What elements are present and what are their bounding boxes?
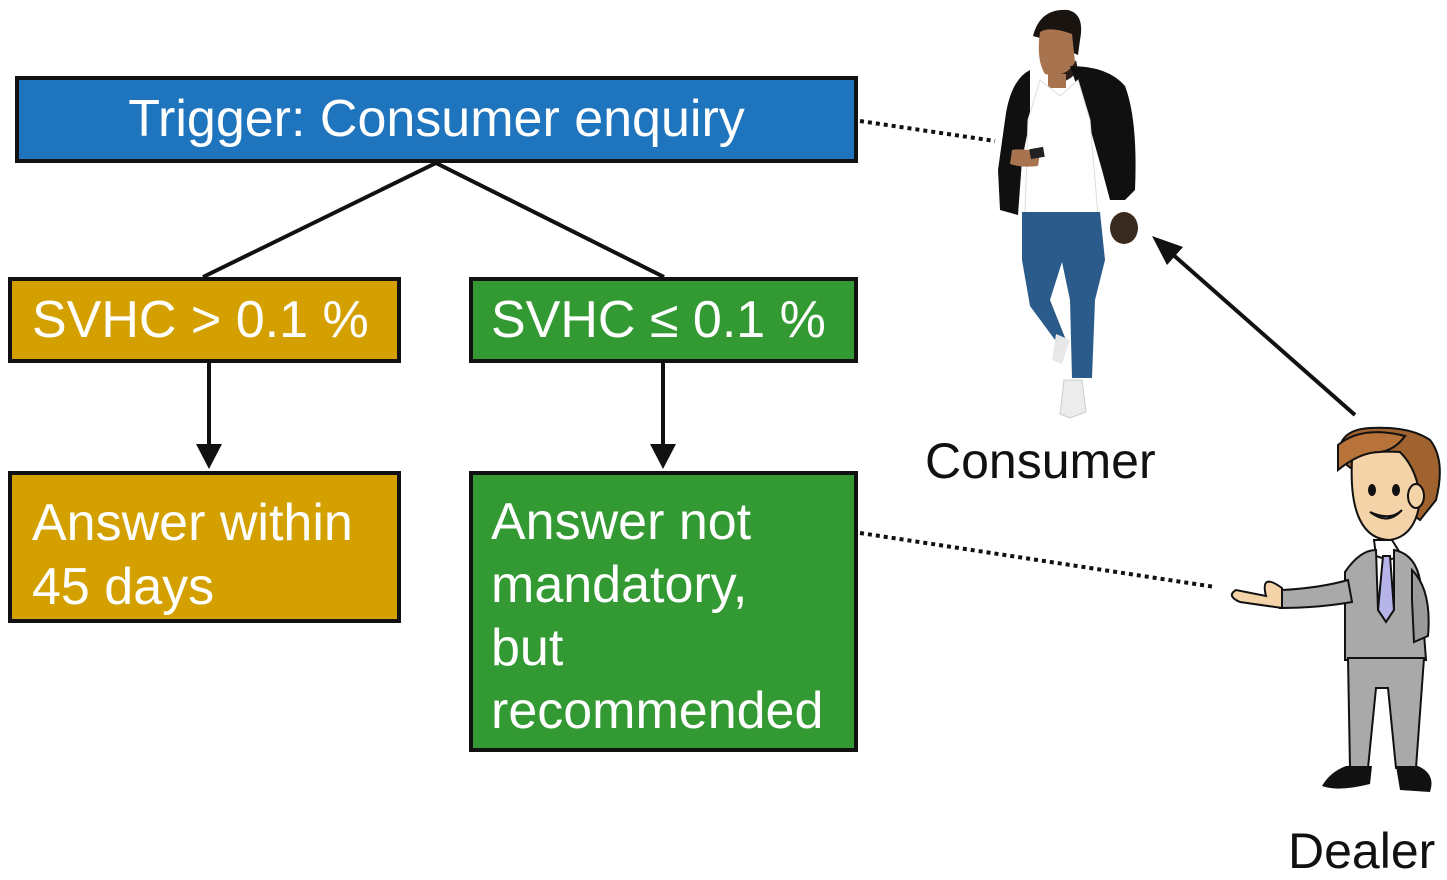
answer-line: Answer not <box>491 493 752 551</box>
condition-label-above-threshold: SVHC > 0.1 % <box>32 291 369 349</box>
answer-line: 45 days <box>32 558 215 616</box>
dotted-link-consumer <box>859 119 996 143</box>
walking-man-icon <box>998 9 1138 419</box>
dealer-label: Dealer <box>1288 823 1436 879</box>
arrow-gt-to-answer <box>196 363 222 469</box>
connector-to-gt <box>202 161 437 279</box>
condition-box-below-threshold: SVHC ≤ 0.1 % <box>469 277 858 363</box>
answer-box-below-threshold: Answer not mandatory, but recommended <box>469 471 858 752</box>
arrow-le-to-answer <box>650 363 676 469</box>
arrow-dealer-to-consumer <box>1152 236 1357 417</box>
condition-label-below-threshold: SVHC ≤ 0.1 % <box>491 291 826 349</box>
trigger-box: Trigger: Consumer enquiry <box>15 76 858 163</box>
condition-box-above-threshold: SVHC > 0.1 % <box>8 277 401 363</box>
consumer-label: Consumer <box>925 433 1156 489</box>
dotted-link-dealer <box>859 531 1216 589</box>
connector-to-le <box>435 161 665 279</box>
answer-line: Answer within <box>32 494 353 552</box>
answer-box-above-threshold: Answer within 45 days <box>8 471 401 623</box>
trigger-label: Trigger: Consumer enquiry <box>128 90 745 148</box>
answer-line: recommended <box>491 682 824 740</box>
answer-line: but <box>491 619 564 677</box>
answer-line: mandatory, <box>491 556 748 614</box>
salesman-icon <box>1230 426 1441 792</box>
